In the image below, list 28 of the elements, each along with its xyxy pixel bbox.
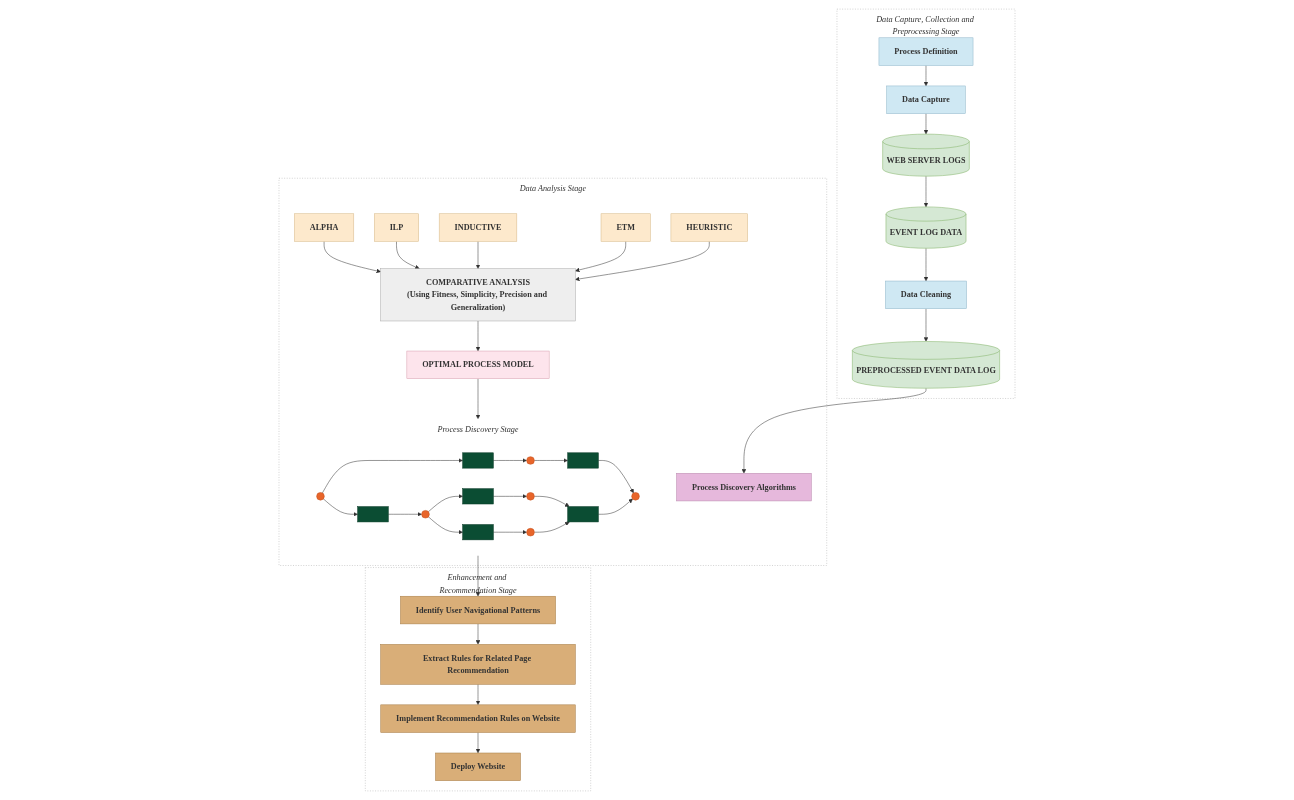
node-circle — [526, 456, 535, 465]
node-box: Process Definition — [878, 37, 974, 66]
node-box — [567, 452, 599, 469]
node-circle — [316, 492, 325, 501]
node-box: Identify User Navigational Patterns — [400, 595, 556, 625]
node-box: ALPHA — [294, 213, 355, 242]
node-box — [567, 506, 599, 523]
node-box: HEURISTIC — [670, 213, 748, 242]
node-box: ETM — [600, 213, 651, 242]
node-box — [462, 488, 494, 505]
node-box: OPTIMAL PROCESS MODEL — [406, 350, 550, 379]
node-circle — [526, 528, 535, 537]
node-box: Data Capture — [886, 85, 966, 114]
node-box: INDUCTIVE — [438, 213, 518, 242]
node-box — [462, 452, 494, 469]
node-box: Implement Recommendation Rules on Website — [380, 704, 576, 733]
node-box: COMPARATIVE ANALYSIS (Using Fitness, Simplicity, Precision and Generalization) — [380, 268, 576, 322]
node-circle — [631, 492, 640, 501]
node-box: Deploy Website — [435, 752, 521, 781]
node-circle — [526, 492, 535, 501]
node-text: Process Discovery Stage — [437, 424, 519, 434]
node-box: ILP — [374, 213, 419, 242]
node-box: Data Cleaning — [885, 280, 967, 309]
node-box — [357, 506, 389, 523]
node-box — [462, 524, 494, 541]
node-box: Process Discovery Algorithms — [676, 473, 812, 502]
node-box: Extract Rules for Related Page Recommendation — [380, 644, 576, 685]
node-circle — [421, 510, 430, 519]
